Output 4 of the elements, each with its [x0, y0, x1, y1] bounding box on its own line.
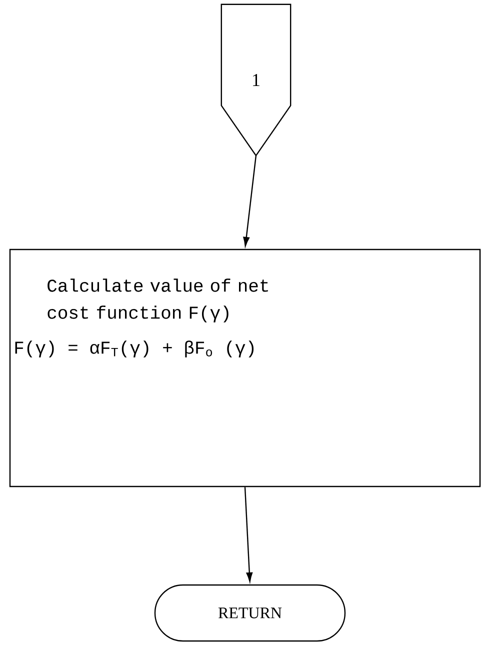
- process-box: Calculate value of net cost function F(γ) F(γ) = αF$_{T}$(γ) + βF$_{o}$ (γ): [9, 248, 481, 488]
- arrow: [244, 487, 253, 582]
- terminal-box: RETURN: [154, 584, 346, 642]
- arrow: [243, 156, 257, 246]
